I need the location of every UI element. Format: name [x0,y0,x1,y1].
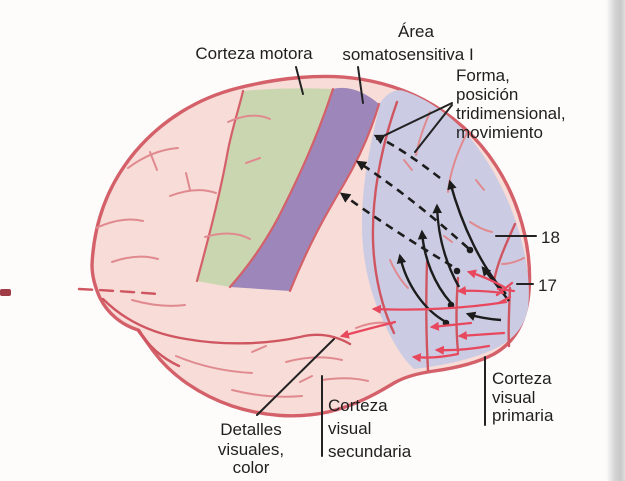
somatosensory-pointer [357,66,364,104]
label-dorsal-line1: Forma, [456,66,510,85]
ventral-pointer [256,338,335,416]
red-arrow [429,321,473,331]
label-secondary-line2: visual [328,419,371,438]
somatosensory-region [230,87,379,291]
red-arrow [457,330,506,341]
sylvian-fissure [101,297,352,346]
pointer-lines [256,66,537,457]
relay-dot [447,301,455,309]
margin-mark [0,289,11,296]
label-primary-line1: Corteza [492,369,552,388]
red-arrow [466,269,506,289]
label-area-18: 18 [541,228,560,247]
relay-dot [466,246,474,254]
dorsal-pointer-lower [414,104,453,153]
green-purple-boundary [228,87,335,289]
occipital-sulci [371,100,525,372]
red-arrow [411,352,460,363]
ventral-stream-red-arrows [339,269,516,363]
temporal-pole-line [137,328,181,368]
red-arrow [371,300,508,314]
label-primary-line2: visual [492,388,535,407]
dorsal-stream-dashed-arrows [339,134,469,268]
label-dorsal-line2: posición [456,85,518,104]
label-secondary-line3: secundaria [328,442,412,461]
dorsal-pointer-upper [376,102,453,140]
label-dorsal-line3: tridimensional, [456,104,566,123]
red-cluster-mark [497,295,512,305]
red-arrow [434,344,491,355]
motor-pointer [295,66,304,95]
label-somatosensory-line2: somatosensitiva I [342,45,473,64]
purple-right-boundary [288,102,381,293]
black-arrow [396,253,447,324]
green-left-boundary [195,89,245,283]
label-ventral-line1: Detalles [220,420,281,439]
label-dorsal-line4: movimiento [456,123,543,142]
dashed-arrow [355,160,469,249]
red-arrow [339,320,397,339]
frontal-sulci [77,114,271,307]
black-arrow [417,229,452,304]
red-cluster-mark [496,287,516,293]
label-secondary-line1: Corteza [328,396,388,415]
page-edge-shadow [606,0,625,481]
label-somatosensory-line1: Área [398,22,434,41]
dashed-arrow [373,134,441,180]
label-ventral-line3: color [233,458,270,477]
labels: Corteza motora Área somatosensitiva I Fo… [195,22,565,477]
label-ventral-line2: visuales, [218,440,284,459]
label-area-17: 17 [538,276,557,295]
black-arrow [432,203,461,288]
dashed-arrow [339,192,453,268]
relay-dot [453,267,461,275]
label-motor-cortex: Corteza motora [195,44,313,63]
black-arrow [465,311,502,322]
label-primary-line3: primaria [492,406,554,425]
